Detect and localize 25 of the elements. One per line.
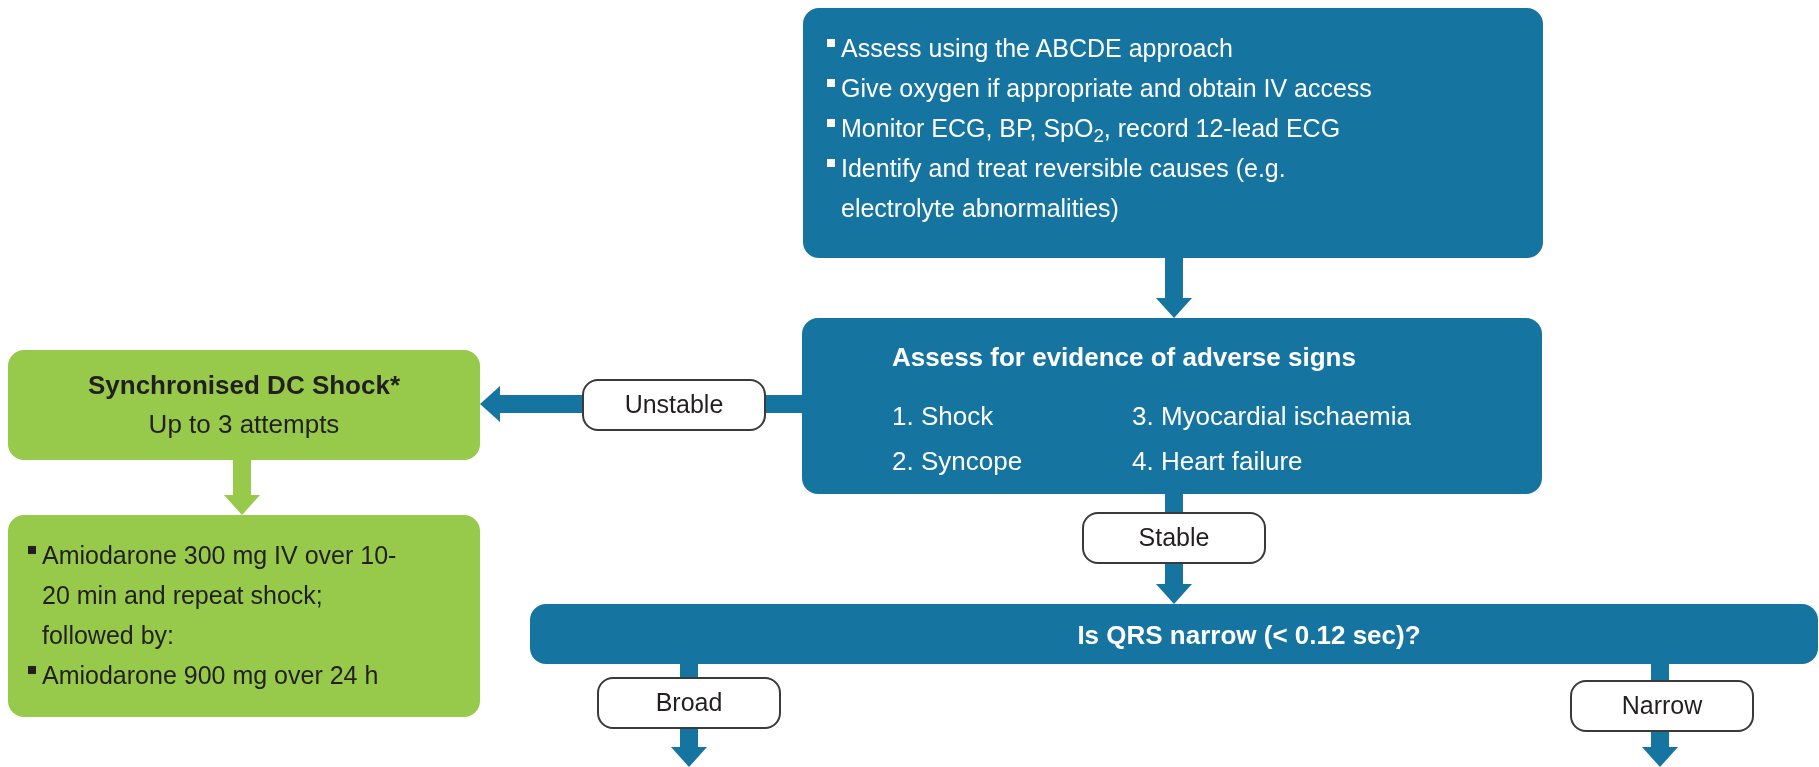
list-item: 3. Myocardial ischaemia: [1132, 400, 1412, 433]
list-item: Assess using the ABCDE approach: [841, 33, 1233, 64]
treatment-box: [8, 515, 480, 717]
block-arrow: [224, 460, 260, 515]
edge-label: Unstable: [582, 379, 766, 431]
action-box: [8, 350, 480, 460]
box-heading: Assess for evidence of adverse signs: [892, 341, 1357, 374]
list-item: 4. Heart failure: [1132, 445, 1304, 478]
decision-bar: [530, 604, 1818, 664]
list-item: 2. Syncope: [892, 445, 1024, 478]
process-box: [803, 8, 1543, 258]
block-arrow: [1156, 258, 1192, 318]
box-text: Up to 3 attempts: [148, 408, 340, 441]
edge-label: Broad: [597, 677, 781, 729]
list-item: Amiodarone 300 mg IV over 10-20 min and repeat shock; followed by:: [42, 540, 398, 651]
list-item: Monitor ECG, BP, SpO$_{2}$, record 12-lead ECG: [841, 113, 1341, 148]
assessment-box: [802, 318, 1542, 494]
edge-label: Stable: [1082, 512, 1266, 564]
box-heading: Synchronised DC Shock*: [87, 369, 401, 402]
box-heading: Is QRS narrow (< 0.12 sec)?: [1077, 619, 1421, 652]
list-item: Give oxygen if appropriate and obtain IV access: [841, 73, 1372, 104]
edge-label: Narrow: [1570, 680, 1754, 732]
list-item: Amiodarone 900 mg over 24 h: [42, 660, 379, 691]
list-item: Identify and treat reversible causes (e.g. electrolyte abnormalities): [841, 153, 1287, 224]
list-item: 1. Shock: [892, 400, 995, 433]
